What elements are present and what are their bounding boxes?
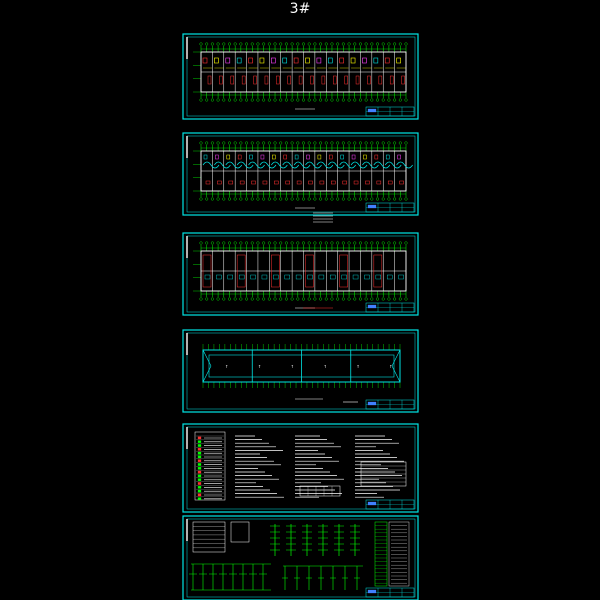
sheet-inner-border (186, 518, 416, 598)
sheet-border (182, 132, 419, 216)
sheet-inner-border (186, 332, 416, 410)
sheet-border (182, 515, 419, 600)
sheet-border (182, 33, 419, 120)
sheet-inner-border (186, 36, 416, 117)
svg-text:↑: ↑ (324, 364, 327, 369)
sheet-6 (182, 515, 419, 600)
sheet-inner-border (186, 426, 416, 510)
drawing-title: 3# (289, 1, 311, 17)
svg-text:↑: ↑ (291, 364, 294, 369)
svg-text:↑: ↑ (258, 364, 261, 369)
sheet-1 (182, 33, 419, 120)
sheet-5 (182, 423, 419, 513)
svg-text:↑: ↑ (225, 364, 228, 369)
sheet-3 (182, 232, 419, 316)
sheet-border (182, 423, 419, 513)
sheet-2 (182, 132, 419, 223)
svg-text:↑: ↑ (389, 364, 392, 369)
sheet-border (182, 329, 419, 413)
sheet-inner-border (186, 235, 416, 313)
svg-text:↑: ↑ (356, 364, 359, 369)
sheet-4: ↑ ↑ ↑ ↑ ↑ ↑ (182, 329, 419, 413)
sheet-inner-border (186, 135, 416, 213)
sheet-border (182, 232, 419, 316)
